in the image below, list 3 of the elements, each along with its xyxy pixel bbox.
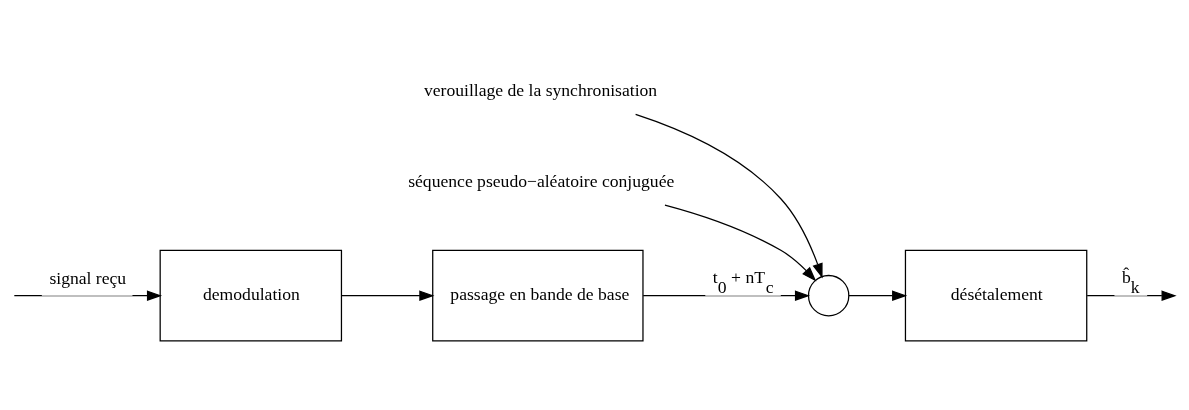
edge-label: signal reçu [49,267,127,288]
node-text: verouillage de la synchronisation [423,80,658,101]
node-text: séquence pseudo−aléatoire conjuguée [408,171,675,191]
